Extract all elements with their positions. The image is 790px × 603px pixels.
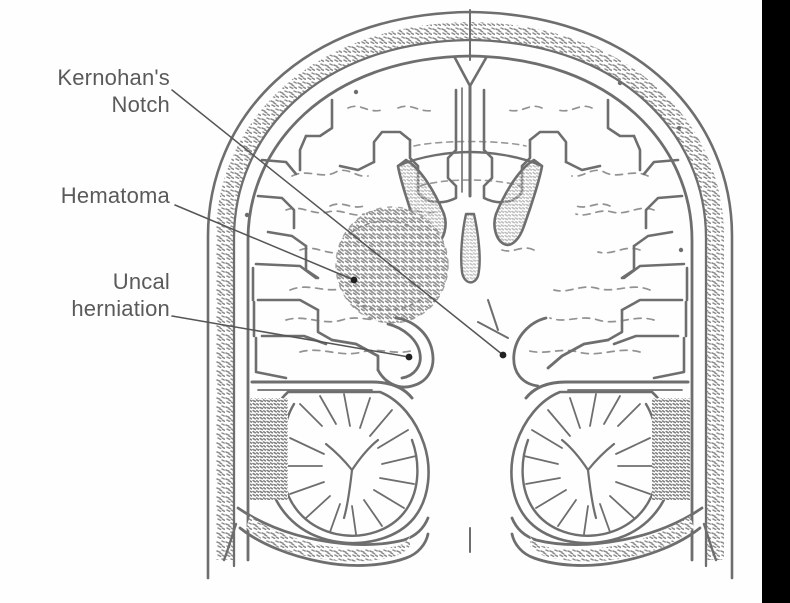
- right-temporal-lobe: [512, 316, 610, 388]
- hematoma-mass: [335, 206, 449, 324]
- skull-base-diploe-left: [246, 516, 410, 562]
- skull-base-left: [236, 506, 430, 567]
- skull-base-right: [510, 506, 704, 567]
- label-hematoma: Hematoma: [60, 183, 170, 208]
- superior-sagittal-sinus: [453, 9, 488, 88]
- petrous-bone-left: [250, 398, 288, 500]
- leader-line-hematoma: [174, 204, 355, 281]
- lateral-ventricle-right: [493, 158, 544, 247]
- label-uncal-herniation: Uncal herniation: [71, 269, 170, 321]
- leader-line-kernohans-notch: [171, 89, 504, 356]
- skull-base-outer-left: [222, 522, 238, 562]
- cerebellum-right-folia: [523, 393, 655, 535]
- tentorium-cerebelli: [250, 380, 690, 400]
- dot-hematoma: [350, 276, 358, 284]
- third-ventricle: [460, 212, 481, 284]
- dot-kernohans-notch: [499, 351, 507, 359]
- label-kernohans-notch: Kernohan's Notch: [57, 65, 170, 117]
- leader-endpoint-dots: [350, 276, 507, 361]
- right-hemisphere-sulci-detail: [501, 105, 655, 355]
- skull-vessel-dots: [244, 80, 684, 253]
- leader-line-uncal-herniation: [171, 315, 410, 358]
- skull-base-diploe-right: [530, 516, 694, 562]
- petrous-bone-right: [652, 398, 690, 500]
- leader-lines: [171, 89, 504, 358]
- cerebellum-left-folia: [285, 393, 417, 535]
- corpus-callosum-detail: [413, 140, 527, 187]
- right-edge-black-band: [762, 0, 790, 603]
- kernohan-notch-mark: [477, 299, 509, 339]
- dot-uncal-herniation: [405, 353, 413, 361]
- skull-base-outer-right: [702, 522, 718, 562]
- ventricle-roof: [396, 150, 544, 168]
